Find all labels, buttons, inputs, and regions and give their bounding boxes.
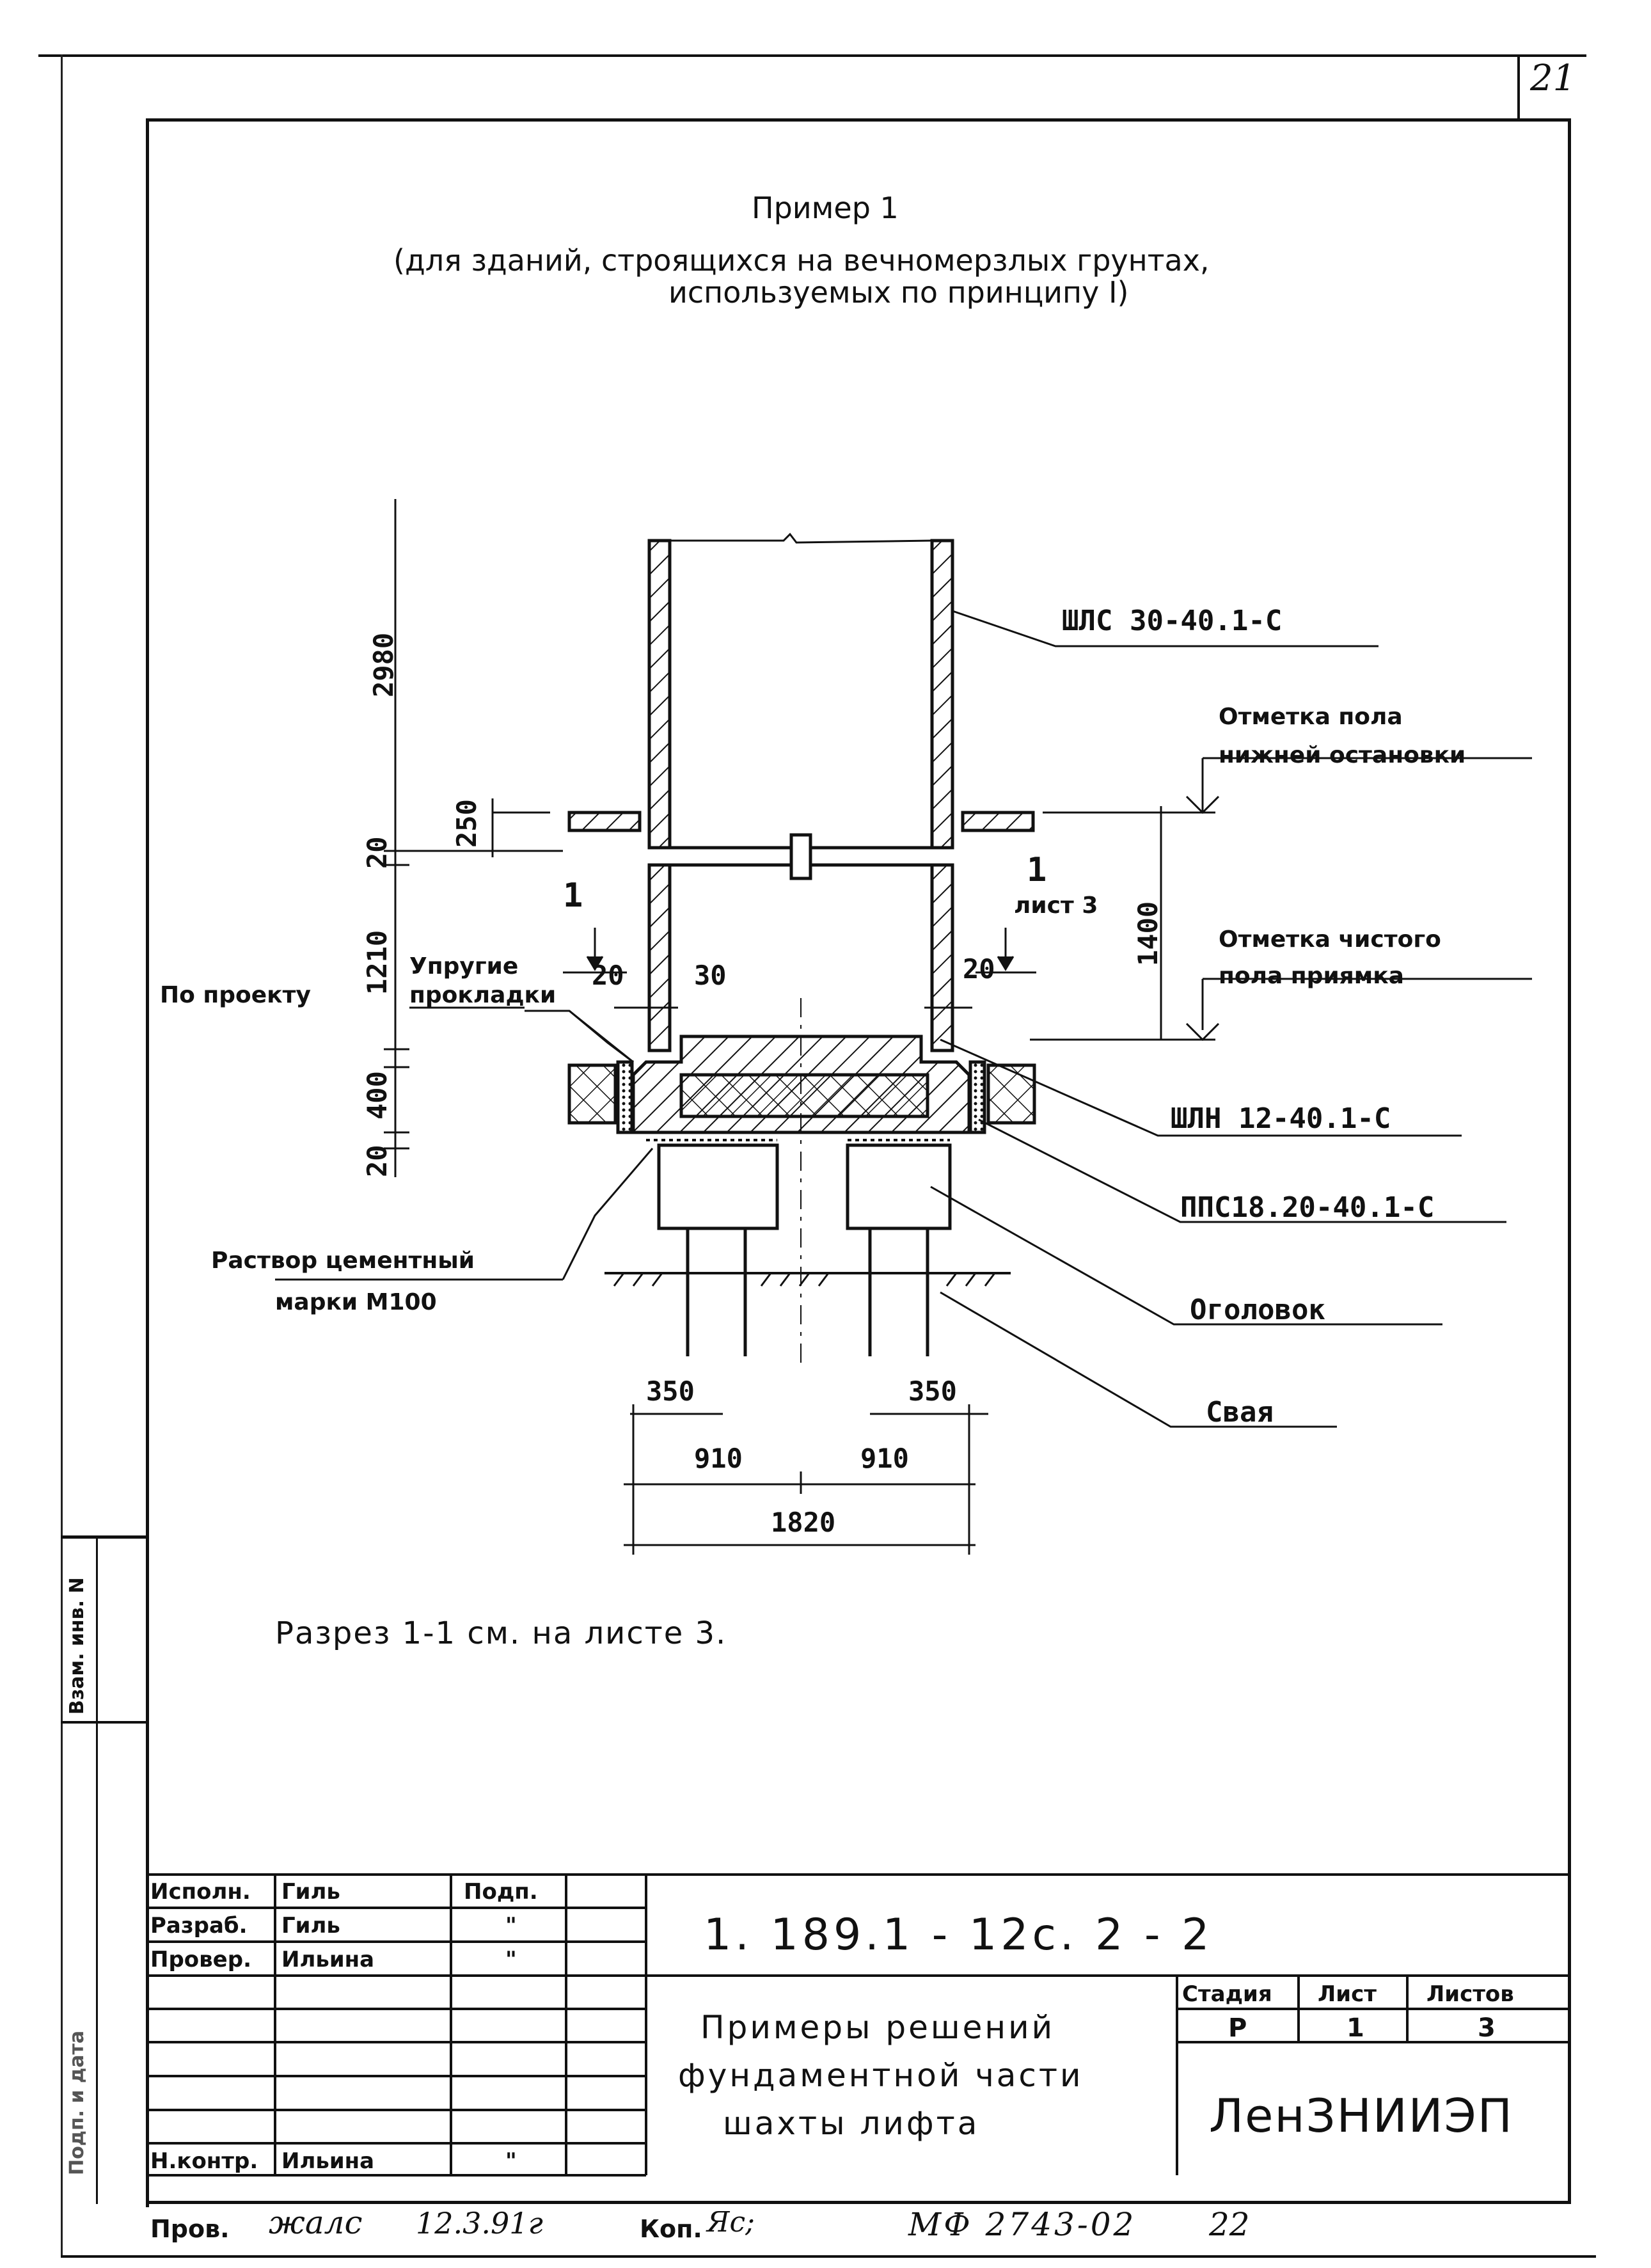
footer-page: 22 [1209,2206,1250,2243]
label-mortar-1: Раствор цементный [211,1248,475,1274]
side-stamp [61,1535,149,2207]
stage-value: Р [1228,2013,1247,2043]
tb-name-1: Гиль [281,1879,340,1905]
label-pile: Свая [1206,1396,1274,1429]
drawing-name-2: фундаментной части [678,2057,1084,2094]
outer-frame-top [38,54,1586,57]
dim-gap-mid: 30 [694,960,727,991]
tb-sign-4: " [505,2148,517,2174]
label-floor-mark-2: нижней остановки [1219,742,1466,768]
stage-label: Стадия [1182,1981,1272,2007]
label-floor-mark: Отметка пола [1219,704,1403,730]
pile-cap-right [846,1143,952,1230]
drawing-name-3: шахты лифта [723,2105,980,2142]
label-elastic-2: прокладки [409,982,557,1008]
label-mortar-2: марки М100 [275,1289,437,1315]
label-pps: ППС18.20-40.1-С [1180,1191,1435,1224]
section-mark-right: 1 [1027,851,1047,889]
page-subtitle-line2: используемых по принципу I) [668,275,1129,310]
label-shls: ШЛС 30-40.1-С [1062,605,1283,637]
dim-gap-left: 20 [592,960,624,991]
sheet-label: Лист [1318,1981,1377,2007]
dim-1820: 1820 [771,1507,836,1538]
upper-left-wall [647,539,672,850]
footer-date: 12.3.91г [416,2206,543,2240]
footer-checked-label: Пров. [150,2215,230,2243]
page-subtitle-line1: (для зданий, строящихся на вечномерзлых … [393,243,1210,278]
footer-copy-label: Коп. [640,2215,702,2243]
page-number-box [1517,54,1574,118]
dim-350-left: 350 [646,1376,695,1407]
tb-sign-3: " [505,1947,517,1972]
page-title: Пример 1 [752,191,899,225]
tb-sign-1: Подп. [464,1879,538,1905]
label-pit-mark: Отметка чистого [1219,926,1441,953]
tb-sign-2: " [505,1913,517,1939]
page-number: 21 [1530,58,1576,99]
tb-name-2: Гиль [281,1913,340,1939]
dim-910-left: 910 [694,1443,743,1474]
tb-role-1: Исполн. [150,1879,251,1905]
sheets-value: 3 [1478,2013,1496,2043]
tb-role-2: Разраб. [150,1913,248,1939]
pile-cap-left [657,1143,779,1230]
tb-name-4: Ильина [281,2148,375,2174]
outer-frame-left [61,54,63,2255]
organization: ЛенЗНИИЭП [1209,2089,1513,2143]
sheets-label: Листов [1426,1981,1514,2007]
dim-350-right: 350 [908,1376,957,1407]
tb-role-4: Н.контр. [150,2148,258,2174]
label-by-project: По проекту [160,982,311,1008]
tb-role-3: Провер. [150,1947,251,1972]
sheet-border [146,118,1571,2204]
section-mark-left: 1 [563,876,583,915]
section-note: Разрез 1-1 см. на листе 3. [275,1615,727,1651]
footer-copy-signature: Яс; [707,2206,755,2239]
drawing-name-1: Примеры решений [700,2009,1055,2046]
label-elastic-1: Упругие [409,953,519,979]
dim-910-right: 910 [860,1443,909,1474]
outer-frame-bottom [61,2255,1596,2258]
lower-left-wall [647,863,672,1052]
footer-doc-number: МФ 2743-02 [908,2206,1137,2243]
tb-name-3: Ильина [281,1947,375,1972]
label-sheet-ref: лист 3 [1014,892,1098,919]
label-pit-mark-2: пола приямка [1219,963,1404,989]
footer-checked-signature: жалс [269,2204,363,2241]
label-shln: ШЛН 12-40.1-С [1171,1102,1391,1135]
dim-gap-right: 20 [963,953,995,985]
label-cap: Оголовок [1190,1294,1325,1326]
sheet-value: 1 [1347,2013,1364,2043]
document-code: 1. 189.1 - 12с. 2 - 2 [704,1910,1213,1960]
